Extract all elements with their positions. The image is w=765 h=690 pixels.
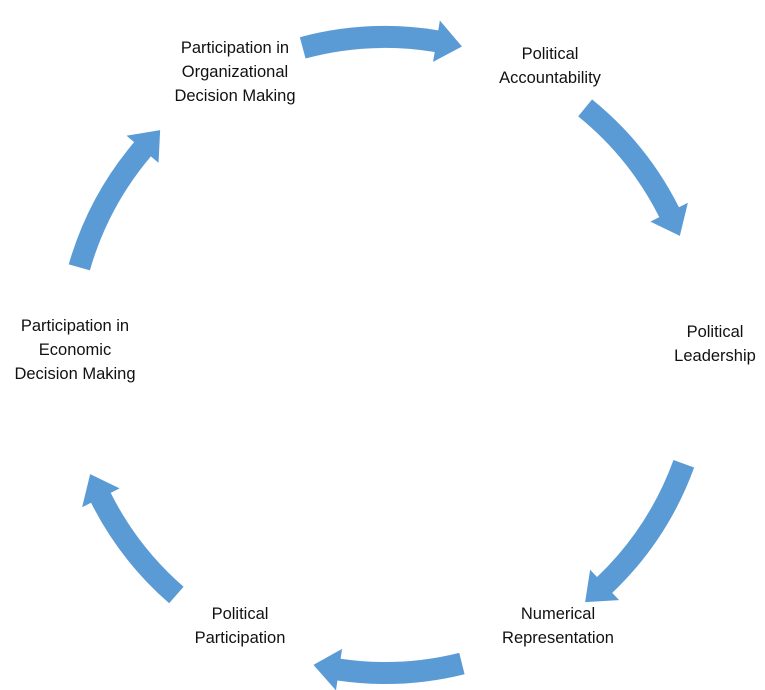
node-political-participation: Political Participation <box>165 602 315 650</box>
node-numerical-representation: Numerical Representation <box>468 602 648 650</box>
node-num-line-2: Representation <box>502 629 614 647</box>
cycle-arrow-num-to-part <box>313 648 465 690</box>
node-econ-line-2: Economic <box>38 341 112 359</box>
node-political-leadership: Political Leadership <box>660 320 765 368</box>
node-econ-line-3: Decision Making <box>14 365 136 383</box>
node-org-line-1: Participation in <box>180 39 290 57</box>
node-num-line-1: Numerical <box>520 605 596 623</box>
node-econ-line-1: Participation in <box>20 317 130 335</box>
arrows-layer <box>68 20 695 690</box>
node-org-line-3: Decision Making <box>174 87 296 105</box>
node-lead-line-2: Leadership <box>674 347 756 365</box>
node-acc-line-1: Political <box>521 45 579 63</box>
node-lead-line-1: Political <box>686 323 744 341</box>
node-org-decision-making: Participation in Organizational Decision… <box>140 36 330 108</box>
cycle-arrow-org-to-acc <box>299 20 462 62</box>
node-acc-line-2: Accountability <box>499 69 601 87</box>
cycle-arrow-part-to-econ <box>82 474 184 604</box>
node-org-line-2: Organizational <box>181 63 289 81</box>
node-part-line-2: Participation <box>194 629 286 647</box>
node-political-accountability: Political Accountability <box>470 42 630 90</box>
node-part-line-1: Political <box>211 605 269 623</box>
cycle-arrow-acc-to-lead <box>578 99 688 236</box>
cycle-arrow-lead-to-num <box>585 460 695 603</box>
cycle-arrow-econ-to-org <box>68 130 161 271</box>
node-economic-decision-making: Participation in Economic Decision Makin… <box>0 314 150 386</box>
